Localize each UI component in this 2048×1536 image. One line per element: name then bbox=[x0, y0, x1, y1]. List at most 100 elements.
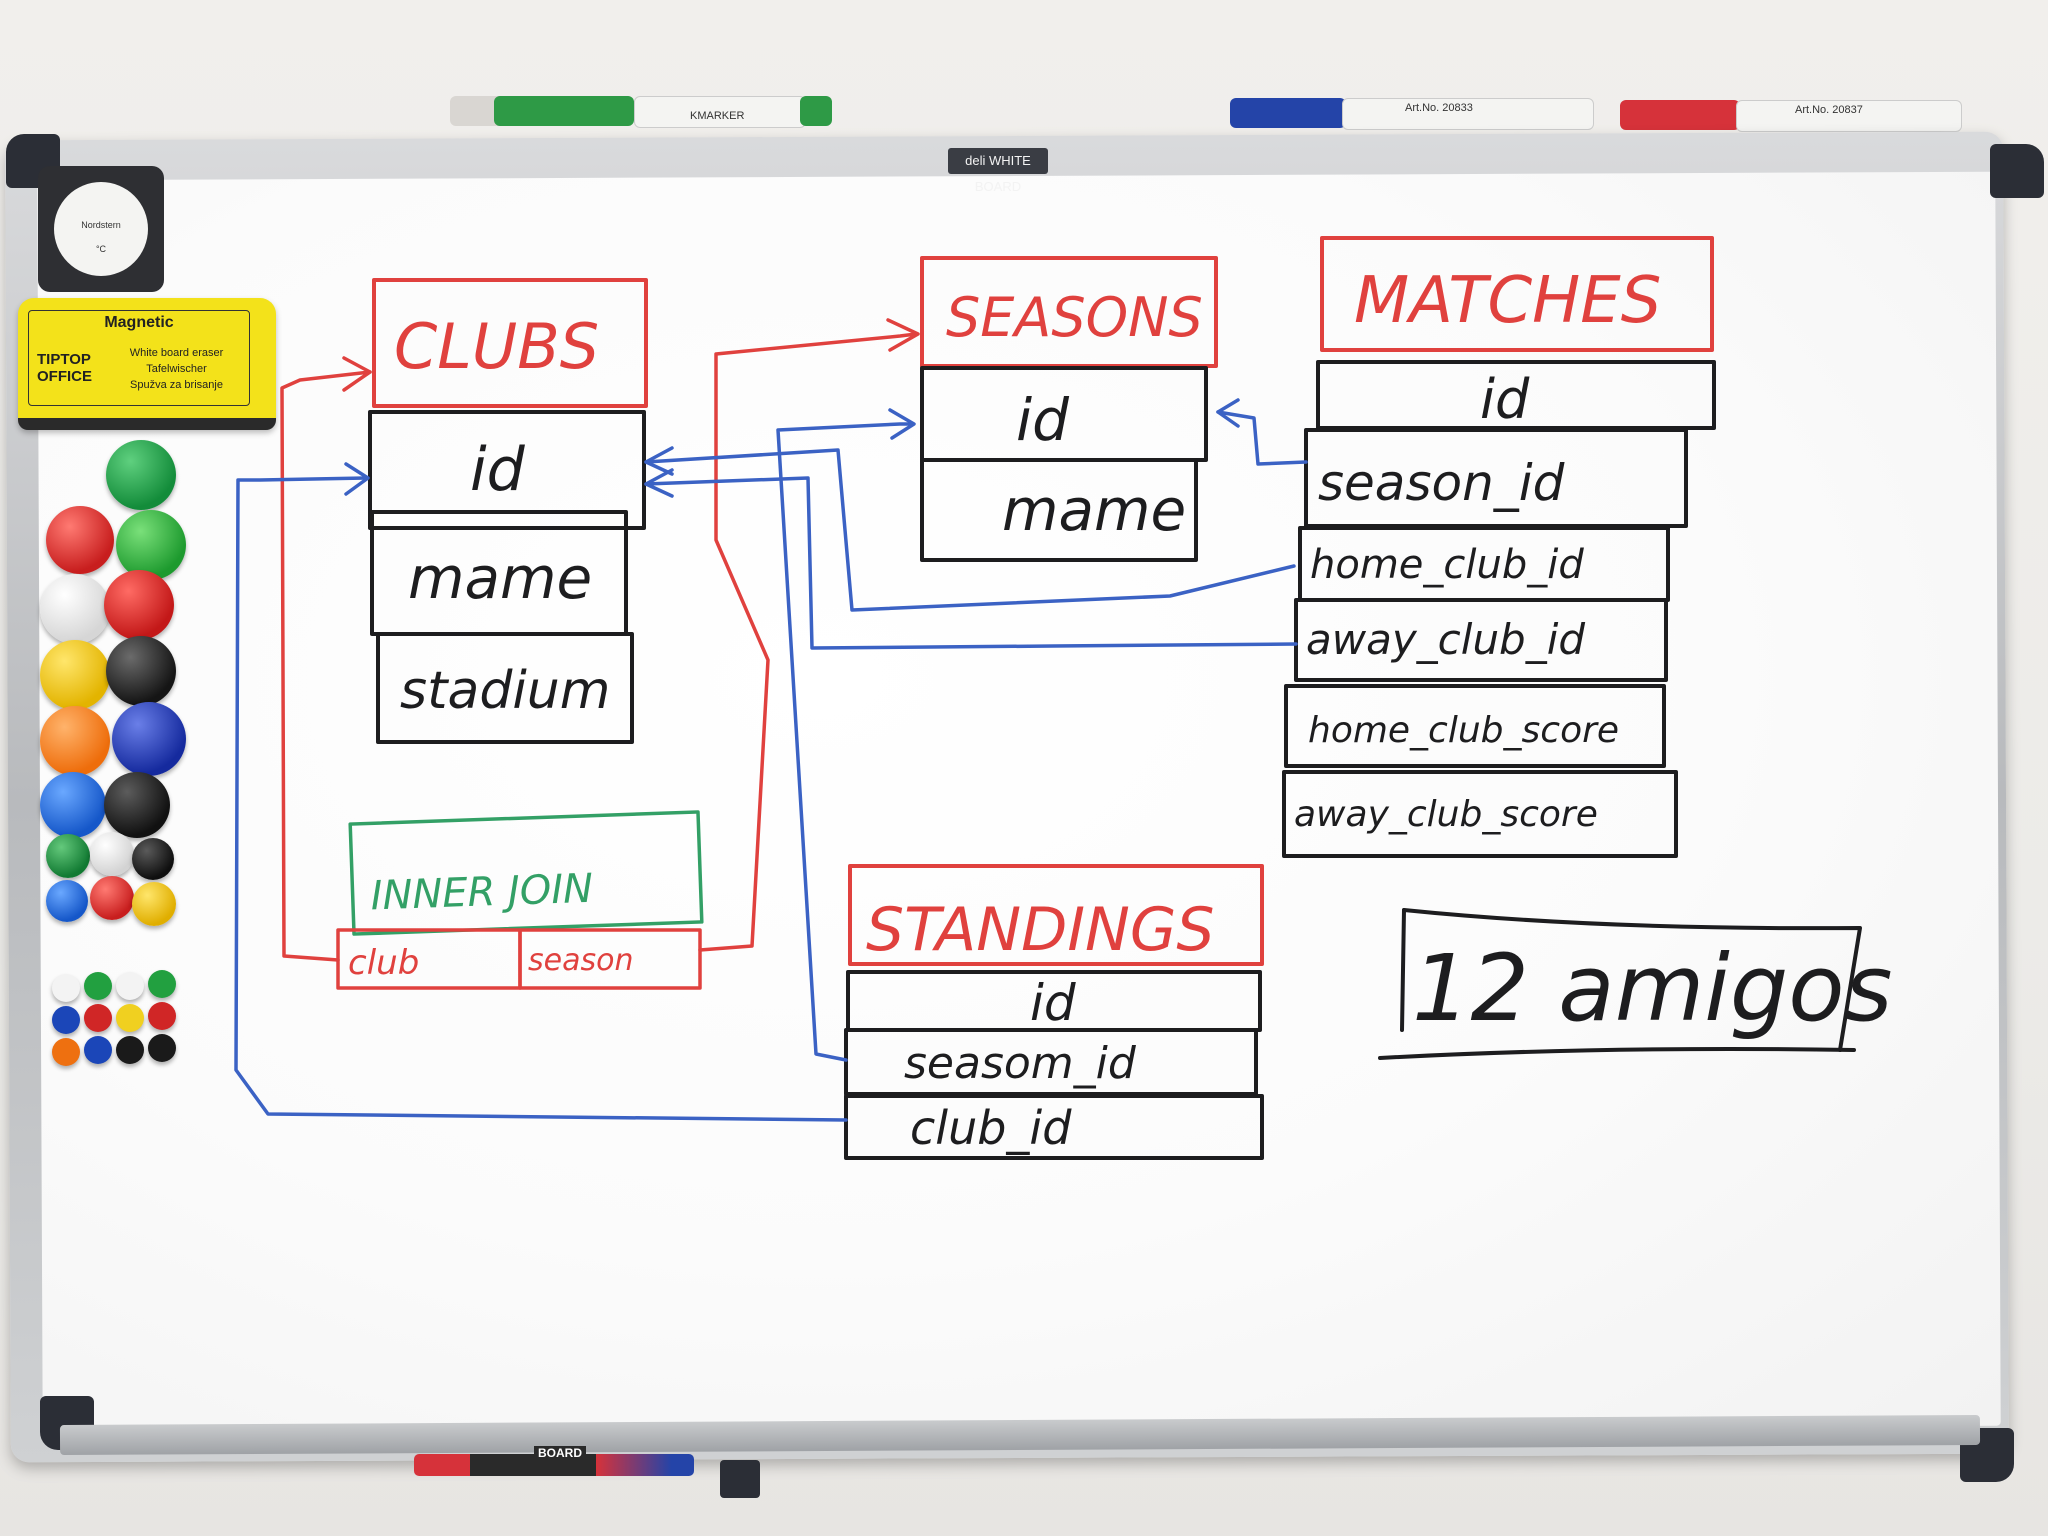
arrowhead bbox=[342, 356, 372, 392]
standings-club-to-clubs-line bbox=[234, 476, 848, 1122]
seasons-table: SEASONS id mame bbox=[920, 256, 1218, 562]
magnet bbox=[46, 506, 114, 574]
inner-join-field-box bbox=[518, 928, 702, 990]
standings-field-club-id: club_id bbox=[910, 1101, 1072, 1155]
magnet bbox=[104, 772, 170, 838]
magnet bbox=[116, 1036, 144, 1064]
clubs-table: CLUBS id mame stadium bbox=[368, 278, 648, 744]
magnet bbox=[132, 882, 176, 926]
eraser-line: White board eraser bbox=[129, 347, 224, 359]
red-marker: Art.No. 20837 bbox=[1620, 100, 1962, 132]
magnet bbox=[52, 974, 80, 1002]
clubs-title-box bbox=[372, 278, 648, 408]
tray-end-cap bbox=[720, 1460, 760, 1498]
standings-title: STANDINGS bbox=[866, 895, 1215, 965]
team-name-note: 12 amigos bbox=[1378, 908, 1892, 1060]
arrowhead bbox=[344, 462, 370, 496]
matches-field-away-club-score: away_club_score bbox=[1294, 794, 1598, 835]
clubs-field-box bbox=[368, 410, 646, 530]
magnet bbox=[116, 1004, 144, 1032]
arrowhead bbox=[1216, 398, 1240, 428]
team-name-underline bbox=[1378, 1047, 1856, 1060]
matches-field-box bbox=[1284, 684, 1666, 768]
marker-label: Art.No. 20837 bbox=[1795, 104, 1863, 116]
matches-table: MATCHES id season_id home_club_id away_c… bbox=[1282, 236, 1716, 858]
matches-field-home-club-id: home_club_id bbox=[1310, 542, 1584, 588]
magnet bbox=[52, 1038, 80, 1066]
seasons-field-box bbox=[920, 458, 1198, 562]
arrowhead bbox=[888, 408, 916, 440]
board-brand-label: deli WHITE BOARD bbox=[948, 148, 1048, 194]
matches-away-club-to-clubs-line bbox=[644, 476, 1298, 650]
clubs-title: CLUBS bbox=[394, 310, 599, 383]
eraser-description: White board eraser Tafelwischer Spužva z… bbox=[109, 345, 244, 393]
eraser-logo-line1: TIPTOP bbox=[37, 351, 91, 368]
team-name-bracket bbox=[1400, 908, 1406, 1032]
thermometer-unit: °C bbox=[95, 244, 107, 254]
thermometer: Nordstern °C bbox=[38, 166, 164, 292]
blue-relation-lines bbox=[234, 398, 1308, 1122]
magnet bbox=[104, 570, 174, 640]
matches-field-id: id bbox=[1480, 368, 1530, 431]
arrowhead bbox=[886, 318, 920, 352]
matches-title-box bbox=[1320, 236, 1714, 352]
magnet bbox=[90, 876, 134, 920]
magnet bbox=[84, 1004, 112, 1032]
magnet bbox=[116, 510, 186, 580]
matches-field-home-club-score: home_club_score bbox=[1308, 710, 1619, 751]
eraser-logo: TIPTOP OFFICE bbox=[37, 351, 95, 389]
seasons-field-id: id bbox=[1016, 386, 1070, 454]
magnet bbox=[132, 838, 174, 880]
magnet bbox=[46, 880, 88, 922]
marker-label: Art.No. 20833 bbox=[1405, 102, 1473, 114]
red-relation-lines bbox=[280, 318, 920, 962]
magnet bbox=[40, 640, 110, 710]
clubs-field-name: mame bbox=[408, 544, 592, 612]
inner-join-table: INNER JOIN club season bbox=[336, 810, 704, 990]
matches-field-box bbox=[1282, 770, 1678, 858]
standings-field-box bbox=[844, 1094, 1264, 1160]
magnet bbox=[40, 772, 106, 838]
eraser-line: Spužva za brisanje bbox=[130, 379, 223, 391]
frame-corner bbox=[1990, 144, 2044, 198]
standings-field-id: id bbox=[1030, 974, 1076, 1032]
join-club-to-clubs-line bbox=[280, 370, 372, 962]
inner-join-field-club: club bbox=[348, 943, 419, 983]
eraser-label: Magnetic TIPTOP OFFICE White board erase… bbox=[28, 310, 250, 406]
clubs-field-id: id bbox=[470, 435, 526, 505]
thermometer-dial: Nordstern °C bbox=[54, 182, 148, 276]
magnet bbox=[148, 1034, 176, 1062]
magnet bbox=[112, 702, 186, 776]
magnet bbox=[116, 972, 144, 1000]
inner-join-title-box bbox=[348, 810, 704, 936]
matches-field-season-id: season_id bbox=[1318, 454, 1565, 512]
matches-home-club-to-clubs-line bbox=[644, 448, 1296, 612]
magnet bbox=[106, 440, 176, 510]
magnet bbox=[52, 1006, 80, 1034]
magnet bbox=[148, 970, 176, 998]
standings-table: STANDINGS id seasom_id club_id bbox=[844, 864, 1264, 1160]
marker-label: KMARKER bbox=[690, 110, 745, 122]
magnet bbox=[84, 1036, 112, 1064]
magnetic-eraser: Magnetic TIPTOP OFFICE White board erase… bbox=[18, 298, 276, 430]
seasons-title: SEASONS bbox=[946, 286, 1203, 349]
green-marker: KMARKER bbox=[450, 96, 832, 128]
magnet bbox=[46, 834, 90, 878]
standings-title-box bbox=[848, 864, 1264, 966]
tray-marker-body bbox=[414, 1454, 694, 1476]
magnet bbox=[84, 972, 112, 1000]
clubs-field-box bbox=[376, 632, 634, 744]
team-name: 12 amigos bbox=[1412, 935, 1892, 1042]
eraser-title: Magnetic bbox=[104, 314, 174, 331]
inner-join-field-season: season bbox=[528, 943, 633, 978]
magnet bbox=[106, 636, 176, 706]
join-season-to-seasons-line bbox=[698, 332, 918, 952]
matches-field-box bbox=[1294, 598, 1668, 682]
magnet bbox=[40, 574, 110, 644]
standings-field-season-id: seasom_id bbox=[904, 1038, 1137, 1089]
seasons-field-name: mame bbox=[1002, 476, 1186, 544]
magnet bbox=[148, 1002, 176, 1030]
magnet bbox=[90, 832, 134, 876]
